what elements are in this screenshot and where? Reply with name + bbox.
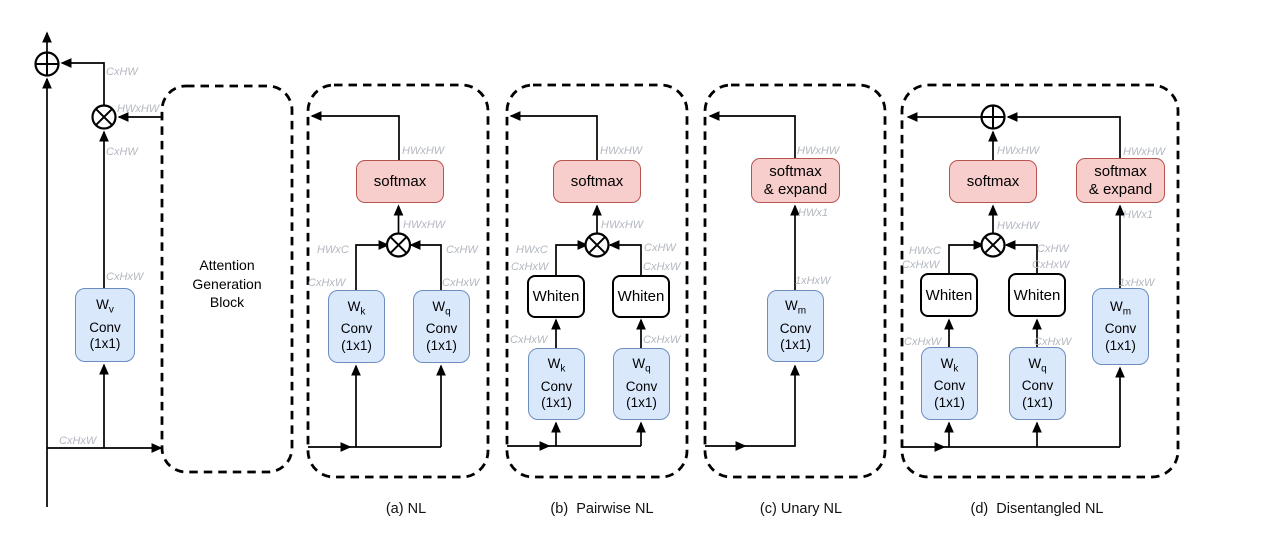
matmul-operator-icon [584,232,610,258]
dim-label: 1xHxW [1119,277,1155,289]
dim-label: 1xHxW [795,275,831,287]
softmax-box-a: softmax [356,160,444,203]
wm-conv-box-c: Wm Conv (1x1) [767,290,824,362]
dim-label: HWxHW [797,145,840,157]
dim-label: CxHxW [904,336,942,348]
dim-label: CxHxW [902,259,940,271]
dim-label: CxHxW [1032,259,1070,271]
dim-label: HWx1 [1123,209,1153,221]
wq-conv-box-d: Wq Conv (1x1) [1009,347,1066,420]
block-a-outline [306,83,490,479]
dim-label: CxHxW [1034,336,1072,348]
matmul-operator-icon [91,104,117,130]
block-b-outline [505,83,689,479]
dim-label: CxHxW [442,277,480,289]
wires-block-d [902,112,1125,452]
dim-label: HWxHW [117,103,160,115]
wires-block-a [308,111,446,452]
attention-generation-block-label: Attention Generation Block [192,257,262,310]
wv-conv-box: Wv Conv (1x1) [75,288,135,362]
add-operator-icon [34,51,60,77]
matmul-operator-icon [385,232,412,258]
block-c-outline [703,83,887,479]
dim-label: CxHW [106,66,138,78]
caption-a: (a) NL [385,501,427,517]
block-d-outline [900,83,1180,479]
dim-label: HWxC [317,244,349,256]
dim-label: HWxHW [997,220,1040,232]
wm-conv-box-d: Wm Conv (1x1) [1092,288,1149,365]
wk-conv-box-b: Wk Conv (1x1) [528,348,585,420]
whiten-box-b-query: Whiten [612,275,670,318]
dim-label: CxHxW [511,261,549,273]
operators [34,51,1006,258]
dim-label: HWxHW [997,145,1040,157]
caption-c: (c) Unary NL [759,501,843,517]
dim-label: HWxHW [601,219,644,231]
dim-label: CxHW [446,244,478,256]
dim-label: CxHW [1037,243,1069,255]
dim-label: HWxC [909,245,941,257]
dim-label: CxHW [106,146,138,158]
dim-label: HWxHW [600,145,643,157]
attention-generation-block-outline [160,84,294,474]
dim-label: CxHxW [308,277,346,289]
softmax-box-d: softmax [949,160,1037,203]
wk-conv-box-d: Wk Conv (1x1) [921,347,978,420]
wires-block-b [507,111,646,451]
dim-label: CxHxW [643,261,681,273]
softmax-expand-box-d: softmax & expand [1076,158,1165,203]
caption-d: (d) Disentangled NL [970,501,1104,517]
dim-label: CxHxW [643,334,681,346]
dim-label: CxHxW [510,334,548,346]
wires-block-c [705,111,800,451]
dim-label: CxHxW [106,271,144,283]
wires-left [42,31,163,507]
caption-b: (b) Pairwise NL [550,501,654,517]
dim-label: HWxHW [403,219,446,231]
softmax-box-b: softmax [553,160,641,203]
whiten-box-d-key: Whiten [920,273,978,317]
dim-label: HWx1 [798,207,828,219]
wq-conv-box-a: Wq Conv (1x1) [413,290,470,363]
whiten-box-d-query: Whiten [1008,273,1066,317]
dim-label: HWxHW [1123,146,1166,158]
whiten-box-b-key: Whiten [527,275,585,318]
block-outlines [160,83,1180,479]
dim-label: CxHW [644,242,676,254]
dim-label: HWxC [516,244,548,256]
softmax-expand-box-c: softmax & expand [751,158,840,203]
dim-label: CxHxW [59,435,97,447]
wq-conv-box-b: Wq Conv (1x1) [613,348,670,420]
add-operator-icon [980,104,1006,130]
dim-label: HWxHW [402,145,445,157]
wk-conv-box-a: Wk Conv (1x1) [328,290,385,363]
matmul-operator-icon [980,232,1006,258]
